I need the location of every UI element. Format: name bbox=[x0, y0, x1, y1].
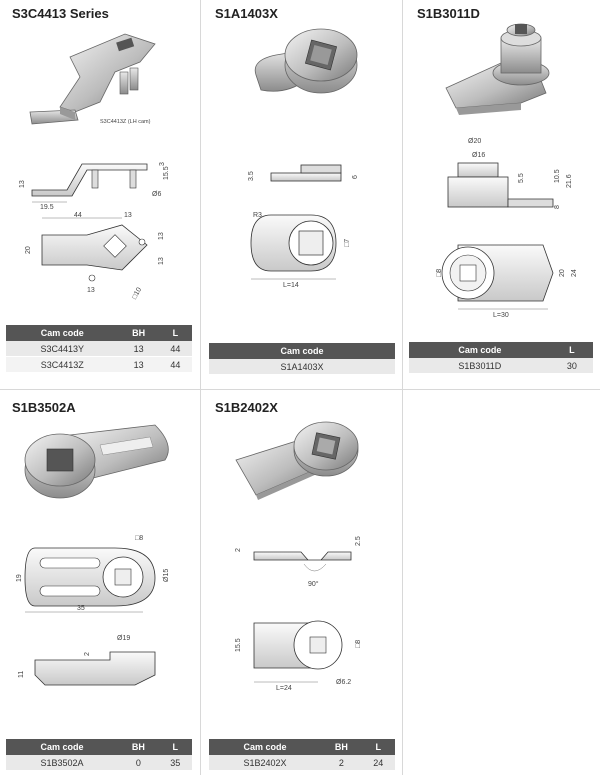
spec-table: Cam code S1A1403X bbox=[209, 343, 395, 375]
panel-title: S1A1403X bbox=[215, 6, 278, 21]
side-view-drawing: 13 19.5 3 15.5 Ø6 bbox=[19, 162, 170, 211]
dim-label: 13 bbox=[124, 212, 132, 219]
product-panel-s1b3011d: S1B3011D Ø20 Ø16 5.5 10.5 21.6 8 □8 20 2… bbox=[403, 0, 600, 389]
dim-label: Ø19 bbox=[117, 635, 130, 642]
top-view-drawing: □8 19 Ø15 35 bbox=[16, 535, 170, 613]
dim-label: 2.5 bbox=[355, 536, 362, 546]
product-panel-s3c4413: S3C4413 Series S3C4413Z (LH cam) 13 19.5… bbox=[0, 0, 200, 389]
side-view-drawing: 2 2.5 90° bbox=[235, 536, 362, 588]
column-header: BH bbox=[321, 739, 362, 755]
dim-label: 5.5 bbox=[518, 173, 525, 183]
product-panel-s1b2402x: S1B2402X 2 2.5 90° 15.5 □8 L=24 Ø6.2 Cam… bbox=[201, 390, 402, 775]
dim-label: 3 bbox=[159, 162, 166, 166]
column-header: Cam code bbox=[209, 343, 395, 359]
cam-photo: S3C4413Z (LH cam) bbox=[29, 33, 156, 125]
dim-label: 13 bbox=[19, 180, 26, 188]
table-row: S3C4413Z 13 44 bbox=[6, 356, 192, 373]
dim-label: 90° bbox=[308, 580, 319, 588]
panel-title: S1B2402X bbox=[215, 400, 278, 415]
column-header: BH bbox=[118, 739, 159, 755]
dim-label: 15.5 bbox=[235, 638, 242, 652]
photo-caption: S3C4413Z (LH cam) bbox=[100, 119, 151, 125]
column-header: L bbox=[361, 739, 395, 755]
dim-label: □8 bbox=[436, 269, 443, 277]
side-view-drawing: 3.5 6 bbox=[248, 164, 359, 182]
dim-label: 13 bbox=[158, 232, 165, 240]
dim-label: L=14 bbox=[283, 282, 299, 289]
grid-divider bbox=[200, 0, 201, 775]
cam-photo bbox=[24, 424, 169, 499]
dim-label: L=30 bbox=[493, 312, 509, 319]
dim-label: 44 bbox=[74, 212, 82, 219]
dim-label: 13 bbox=[158, 257, 165, 265]
dim-label: 8 bbox=[554, 205, 561, 209]
column-header: Cam code bbox=[409, 342, 551, 358]
dim-label: Ø6 bbox=[152, 191, 161, 198]
product-panel-s1a1403x: S1A1403X 3.5 6 R3 □7 L=14 Cam code S1A14… bbox=[201, 0, 402, 389]
panel-title: S3C4413 Series bbox=[12, 6, 109, 21]
top-view-drawing: 44 13 20 13 13 13 □10 bbox=[25, 212, 165, 300]
cam-photo bbox=[254, 28, 358, 94]
column-header: Cam code bbox=[209, 739, 322, 755]
dim-label: □8 bbox=[355, 640, 362, 648]
dim-label: Ø16 bbox=[472, 152, 485, 159]
table-row: S1B3011D 30 bbox=[409, 358, 593, 374]
dim-label: 2 bbox=[84, 652, 91, 656]
dim-label: □8 bbox=[135, 535, 143, 542]
dim-label: 15.5 bbox=[163, 166, 170, 180]
grid-divider bbox=[402, 0, 403, 775]
top-view-drawing: □8 20 24 L=30 bbox=[436, 244, 578, 319]
dim-label: 3.5 bbox=[248, 171, 255, 181]
dim-label: Ø6.2 bbox=[336, 679, 351, 686]
dim-label: □7 bbox=[344, 239, 351, 247]
dim-label: □10 bbox=[131, 286, 143, 300]
table-row: S3C4413Y 13 44 bbox=[6, 341, 192, 357]
spec-table: Cam code BH L S1B3502A 0 35 bbox=[6, 739, 192, 771]
dim-label: 24 bbox=[571, 269, 578, 277]
dim-label: L=24 bbox=[276, 685, 292, 692]
dim-label: 6 bbox=[352, 175, 359, 179]
top-view-drawing: R3 □7 L=14 bbox=[250, 212, 351, 289]
dim-label: R3 bbox=[253, 212, 262, 219]
spec-table: Cam code BH L S1B2402X 2 24 bbox=[209, 739, 395, 771]
cam-photo bbox=[235, 421, 359, 500]
dim-label: Ø20 bbox=[468, 138, 481, 145]
grid-divider bbox=[0, 389, 600, 390]
dim-label: 21.6 bbox=[566, 174, 573, 188]
column-header: Cam code bbox=[6, 739, 119, 755]
dim-label: 20 bbox=[559, 269, 566, 277]
column-header: L bbox=[158, 739, 192, 755]
column-header: BH bbox=[118, 325, 159, 341]
dim-label: 35 bbox=[77, 605, 85, 612]
table-row: S1A1403X bbox=[209, 359, 395, 375]
table-row: S1B3502A 0 35 bbox=[6, 755, 192, 771]
dim-label: Ø15 bbox=[163, 569, 170, 582]
product-panel-s1b3502a: S1B3502A □8 19 Ø15 35 Ø19 2 11 Cam code … bbox=[0, 390, 200, 775]
panel-title: S1B3502A bbox=[12, 400, 76, 415]
column-header: Cam code bbox=[6, 325, 119, 341]
cam-photo bbox=[445, 23, 550, 115]
spec-table: Cam code BH L S3C4413Y 13 44 S3C4413Z 13… bbox=[6, 325, 192, 373]
dim-label: 20 bbox=[25, 246, 32, 254]
dim-label: 10.5 bbox=[554, 169, 561, 183]
spec-table: Cam code L S1B3011D 30 bbox=[409, 342, 593, 374]
panel-title: S1B3011D bbox=[417, 6, 480, 21]
dim-label: 13 bbox=[87, 287, 95, 294]
dim-label: 19.5 bbox=[40, 204, 54, 211]
side-view-drawing: Ø20 Ø16 5.5 10.5 21.6 8 bbox=[447, 138, 573, 209]
dim-label: 19 bbox=[16, 574, 23, 582]
dim-label: 11 bbox=[18, 671, 25, 678]
column-header: L bbox=[550, 342, 593, 358]
table-row: S1B2402X 2 24 bbox=[209, 755, 395, 771]
column-header: L bbox=[158, 325, 192, 341]
dim-label: 2 bbox=[235, 548, 242, 552]
top-view-drawing: 15.5 □8 L=24 Ø6.2 bbox=[235, 620, 362, 692]
side-view-drawing: Ø19 2 11 bbox=[18, 635, 156, 686]
